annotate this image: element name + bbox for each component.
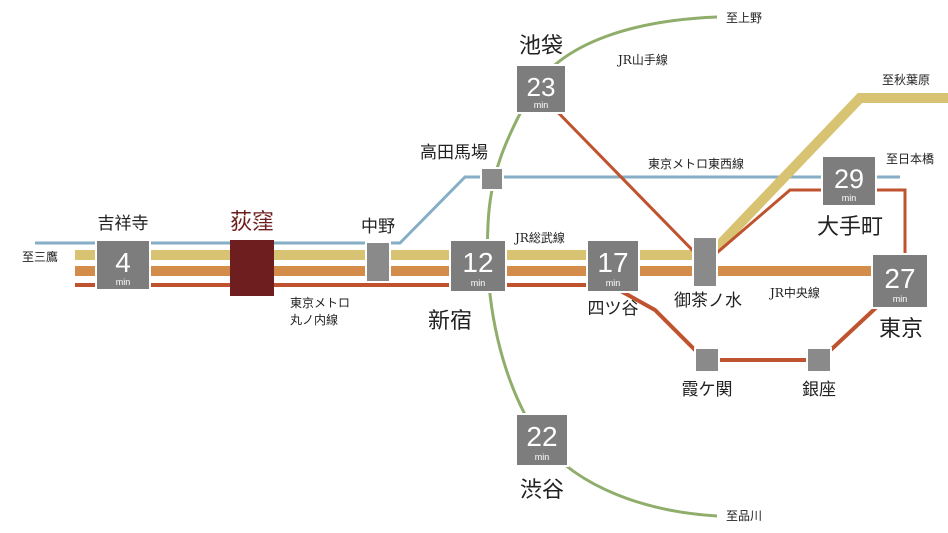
station-minutes: 27: [884, 263, 915, 294]
sobu-line: [75, 93, 948, 260]
line-label-marunouchi-1: 東京メトロ: [290, 296, 350, 310]
station-shinjuku[interactable]: 12 min: [449, 239, 507, 293]
station-otemachi[interactable]: 29 min: [821, 155, 877, 207]
line-label-yamanote: JR山手線: [616, 52, 668, 67]
station-name-ogikubo: 荻窪: [230, 210, 274, 235]
station-name-shibuya: 渋谷: [520, 478, 564, 503]
station-minutes: 17: [597, 247, 628, 278]
station-unit: min: [842, 193, 857, 203]
station-unit: min: [534, 100, 549, 110]
station-name-takadanobaba: 高田馬場: [420, 143, 488, 163]
station-name-shinjuku: 新宿: [428, 309, 472, 334]
line-label-chuo: JR中央線: [768, 285, 820, 300]
destination-shinagawa: 至品川: [726, 509, 762, 523]
destination-nihonbashi: 至日本橋: [886, 152, 934, 166]
station-name-nakano: 中野: [361, 217, 395, 237]
station-shibuya[interactable]: 22 min: [515, 413, 569, 467]
station-minutes: 29: [834, 164, 864, 194]
station-name-kichijoji: 吉祥寺: [98, 214, 149, 234]
destination-akihabara: 至秋葉原: [882, 73, 930, 87]
station-unit: min: [606, 278, 621, 288]
station-nakano[interactable]: [365, 241, 391, 283]
destination-mitaka: 至三鷹: [22, 249, 58, 264]
station-ochanomizu[interactable]: [692, 236, 718, 288]
station-unit: min: [535, 452, 550, 462]
station-minutes: 22: [526, 421, 557, 452]
station-name-ochanomizu: 御茶ノ水: [674, 291, 742, 311]
line-label-marunouchi-2: 丸ノ内線: [290, 312, 338, 327]
tozai-line: [35, 175, 900, 245]
station-name-kasumigaseki: 霞ケ関: [682, 380, 733, 400]
marunouchi-line-yotsuya-ginza: [609, 283, 897, 362]
station-tokyo[interactable]: 27 min: [871, 253, 929, 309]
station-kichijoji[interactable]: 4 min: [95, 239, 151, 291]
line-label-tozai: 東京メトロ東西線: [648, 156, 744, 171]
station-unit: min: [893, 294, 908, 304]
station-ikebukuro[interactable]: 23 min: [515, 64, 567, 114]
station-takadanobaba[interactable]: [480, 167, 504, 191]
marunouchi-line-ikebukuro: [539, 93, 707, 265]
station-name-yotsuya: 四ツ谷: [588, 299, 639, 319]
station-name-otemachi: 大手町: [817, 215, 883, 240]
station-unit: min: [116, 277, 131, 287]
station-name-ginza: 銀座: [802, 380, 836, 400]
station-kasumigaseki[interactable]: [694, 347, 720, 373]
destination-ueno: 至上野: [726, 11, 762, 25]
station-minutes: 4: [115, 247, 131, 278]
station-ogikubo[interactable]: [230, 240, 274, 296]
station-minutes: 23: [527, 72, 556, 102]
station-yotsuya[interactable]: 17 min: [586, 239, 640, 293]
station-name-tokyo: 東京: [879, 317, 923, 342]
station-unit: min: [471, 278, 486, 288]
line-label-sobu: JR総武線: [513, 230, 565, 245]
station-ginza[interactable]: [806, 347, 832, 373]
station-name-ikebukuro: 池袋: [519, 34, 563, 59]
station-minutes: 12: [462, 247, 493, 278]
